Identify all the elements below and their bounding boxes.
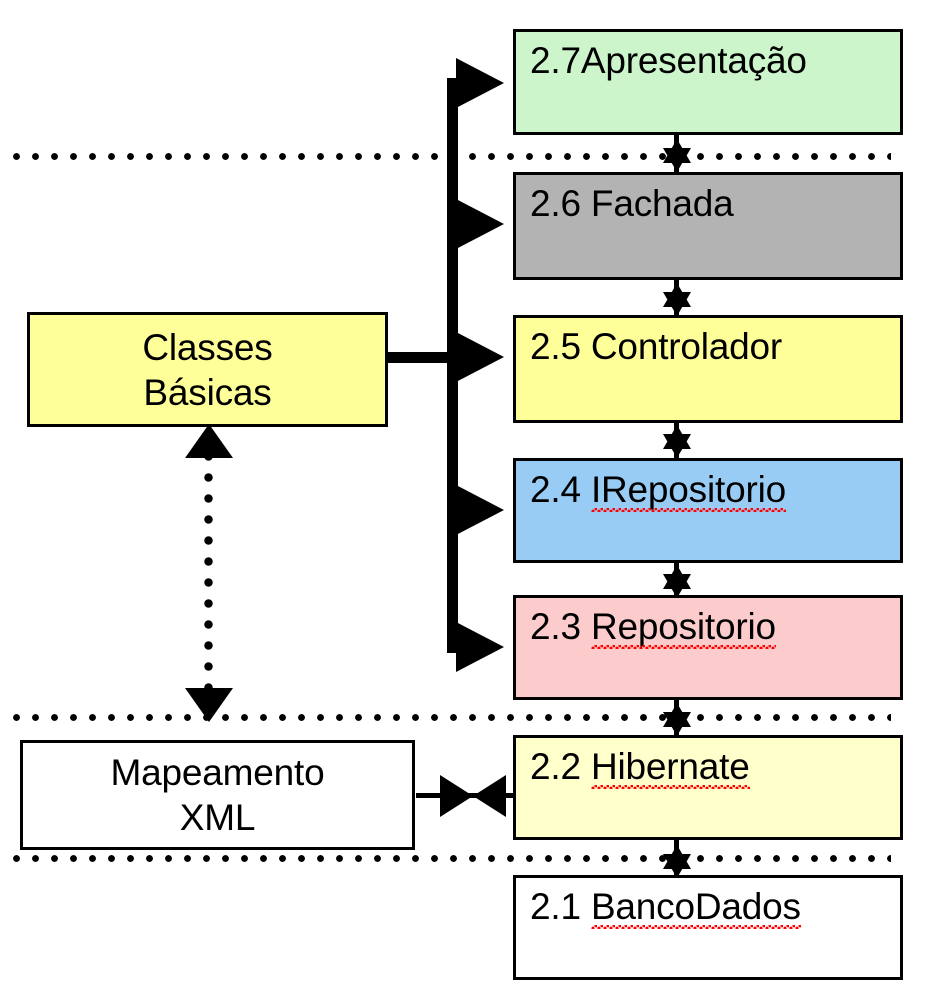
star-connector-repositorio-hibernate (663, 691, 691, 748)
connector-trunk-vertical (447, 78, 458, 653)
arrow-to-repositorio (456, 622, 504, 672)
arrow-to-fachada (456, 199, 504, 249)
box-classes-basicas[interactable]: Classes Básicas (27, 312, 388, 427)
layer-label-hibernate: 2.2 Hibernate (530, 744, 894, 790)
layer-label-bancodados: 2.1 BancoDados (530, 884, 894, 930)
layer-name-repositorio: Repositorio (590, 604, 776, 650)
box-classes-basicas-label: Classes Básicas (142, 326, 273, 413)
box-mapeamento-xml-label: Mapeamento XML (110, 752, 325, 838)
arrow-down-to-mapeamento-xml (185, 688, 233, 722)
arrow-to-apresentacao (456, 58, 504, 108)
layer-name-irepositorio: IRepositorio (590, 467, 786, 513)
layer-space-bancodados (581, 886, 591, 927)
connector-classes-mapeamento-dotted (204, 452, 213, 710)
layer-box-repositorio[interactable]: 2.3 Repositorio (513, 595, 903, 700)
star-connector-irepositorio-repositorio (663, 553, 691, 610)
layer-name-bancodados: BancoDados (590, 884, 801, 930)
star-connector-hibernate-bancodados (663, 833, 691, 890)
layer-num-irepositorio: 2.4 (530, 469, 581, 510)
arrow-to-controlador (456, 332, 504, 382)
layer-label-controlador: 2.5 Controlador (530, 326, 783, 367)
layer-box-hibernate[interactable]: 2.2 Hibernate (513, 735, 903, 840)
star-connector-controlador-irepositorio (663, 413, 691, 470)
layer-box-irepositorio[interactable]: 2.4 IRepositorio (513, 458, 903, 563)
layer-space-repositorio (581, 606, 591, 647)
arrow-to-irepositorio (456, 485, 504, 535)
layer-separator-persistence (13, 714, 891, 721)
layer-space-hibernate (581, 746, 591, 787)
layer-num-bancodados: 2.1 (530, 886, 581, 927)
layer-label-repositorio: 2.3 Repositorio (530, 604, 894, 650)
layer-box-apresentacao[interactable]: 2.7Apresentação (513, 29, 903, 135)
layer-label-irepositorio: 2.4 IRepositorio (530, 467, 894, 513)
layer-num-hibernate: 2.2 (530, 746, 581, 787)
arrow-up-to-classes-basicas (185, 424, 233, 458)
layer-num-repositorio: 2.3 (530, 606, 581, 647)
layer-box-controlador[interactable]: 2.5 Controlador (513, 315, 903, 423)
box-mapeamento-xml[interactable]: Mapeamento XML (20, 740, 415, 850)
star-connector-apresentacao-fachada (663, 129, 691, 182)
star-connector-fachada-controlador (663, 271, 691, 328)
layer-separator-database (13, 855, 891, 862)
layer-box-bancodados[interactable]: 2.1 BancoDados (513, 875, 903, 980)
layer-space-irepositorio (581, 469, 591, 510)
diamond-mapeamento-hibernate (440, 775, 506, 817)
connector-classes-to-trunk (388, 352, 454, 363)
layer-box-fachada[interactable]: 2.6 Fachada (513, 172, 903, 280)
layer-label-fachada: 2.6 Fachada (530, 183, 734, 224)
layer-label-apresentacao: 2.7Apresentação (530, 40, 807, 81)
layer-name-hibernate: Hibernate (590, 744, 750, 790)
